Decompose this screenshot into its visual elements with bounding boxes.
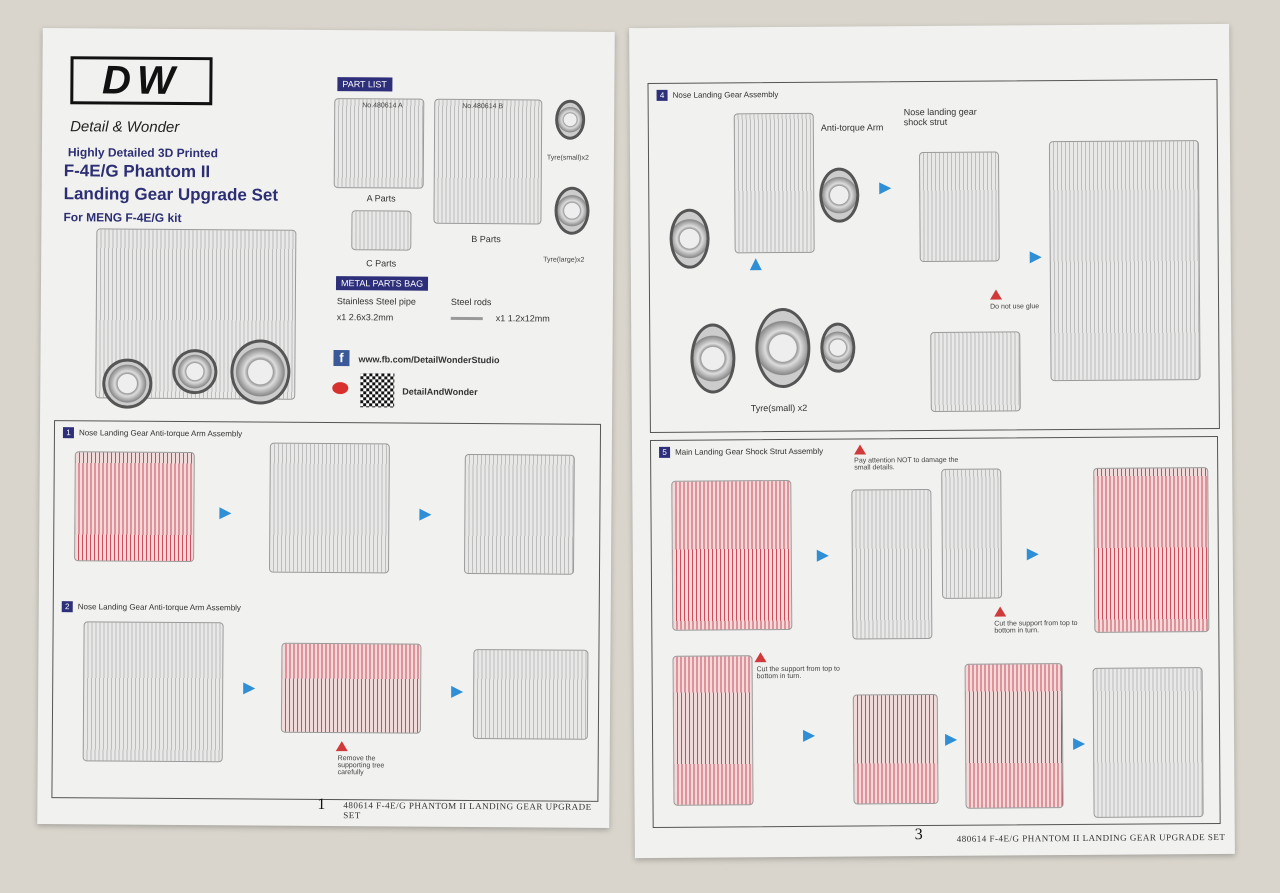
rods-qty: x1 1.2x12mm (495, 313, 550, 324)
warning-icon (754, 652, 767, 663)
facebook-link[interactable]: www.fb.com/DetailWonderStudio (358, 354, 500, 366)
metal-parts-header: METAL PARTS BAG (335, 276, 429, 291)
b-parts-image (433, 98, 543, 225)
arrow-icon (1026, 548, 1039, 561)
wheel-fit-image (930, 331, 1021, 413)
cut-note-1: Cut the support from top to bottom in tu… (994, 619, 1078, 635)
step-5-print-frame (671, 479, 793, 631)
part-list-header: PART LIST (337, 77, 392, 92)
warning-icon (989, 289, 1003, 300)
cut-stage-3 (964, 663, 1064, 809)
arrow-icon (451, 685, 464, 698)
step-2-supports (280, 642, 422, 734)
tyre-small-label: Tyre(small) x2 (750, 402, 808, 414)
wheel-illustration (230, 339, 291, 405)
step-1-result (463, 453, 575, 575)
shock-strut-image (918, 151, 1000, 263)
dw-logo: DW (70, 56, 213, 106)
wheel-illustration (669, 208, 710, 269)
footer: 480614 F-4E/G PHANTOM II LANDING GEAR UP… (343, 800, 592, 821)
step-5-supports (1093, 467, 1210, 633)
step-5-strut (851, 489, 933, 640)
up-arrow-icon (749, 258, 762, 271)
page-number: 3 (914, 826, 923, 844)
instruction-sheet-page-1: DW Detail & Wonder Highly Detailed 3D Pr… (37, 28, 615, 828)
a-parts-number: No.480614 A (362, 102, 403, 110)
tyre-half-image (690, 323, 736, 394)
arrow-icon (1029, 251, 1042, 264)
b-parts-label: B Parts (471, 234, 501, 245)
arrow-icon (243, 682, 256, 695)
arrow-icon (803, 729, 816, 742)
a-parts-image (333, 98, 425, 189)
step-5-strut-alt (941, 468, 1003, 599)
tyre-small-label: Tyre(small)x2 (546, 154, 589, 162)
c-parts-image (351, 210, 412, 251)
cut-stage-2 (852, 693, 939, 805)
rods-label: Steel rods (450, 296, 492, 308)
tyre-small-image (555, 99, 586, 140)
cut-note-2: Cut the support from top to bottom in tu… (756, 665, 840, 681)
c-parts-label: C Parts (366, 258, 397, 269)
tyre-large-image (554, 186, 590, 235)
cut-stage-1 (672, 655, 754, 806)
step-2-warning: Remove the supporting tree carefully (337, 755, 385, 777)
weibo-handle: DetailAndWonder (402, 386, 478, 398)
warning-icon (854, 444, 867, 455)
attention-note: Pay attention NOT to damage the small de… (854, 456, 959, 472)
qr-code (360, 373, 395, 408)
arrow-icon (879, 182, 892, 195)
footer: 480614 F-4E/G PHANTOM II LANDING GEAR UP… (956, 831, 1226, 844)
step-2-result (472, 649, 589, 740)
nose-gear-strut-image (733, 112, 815, 254)
kit-compat: For MENG F-4E/G kit (63, 210, 182, 225)
arrow-icon (219, 507, 232, 520)
shock-strut-label: Nose landing gear shock strut (903, 106, 977, 128)
pipe-label: Stainless Steel pipe (336, 296, 416, 307)
no-glue-warning: Do not use glue (990, 303, 1040, 311)
arrow-icon (945, 733, 958, 746)
arrow-icon (816, 549, 829, 562)
tyre-large-label: Tyre(large)x2 (543, 256, 585, 264)
title-line-2: Landing Gear Upgrade Set (63, 184, 279, 205)
hub-image (820, 322, 856, 373)
rod-icon (450, 316, 483, 321)
arrow-icon (1073, 737, 1086, 751)
arrow-icon (419, 508, 432, 521)
page-number: 1 (317, 795, 326, 814)
anti-torque-arm-label: Anti-torque Arm (820, 122, 884, 133)
nose-gear-assembled (1048, 140, 1201, 382)
b-parts-number: No.480614 B (462, 102, 504, 111)
step-1-print-frame (74, 451, 195, 563)
step-2-part (82, 621, 224, 763)
wheel-illustration (172, 348, 218, 395)
wheel-illustration (102, 358, 153, 409)
step-1-part (268, 442, 390, 574)
warning-icon (994, 606, 1007, 617)
cut-stage-final (1092, 667, 1204, 818)
wheel-illustration (819, 167, 860, 223)
a-parts-label: A Parts (366, 193, 396, 204)
tyre-half-image (755, 307, 811, 389)
warning-icon (335, 741, 348, 752)
brand-name: Detail & Wonder (70, 118, 180, 136)
weibo-icon (332, 382, 349, 395)
pipe-qty: x1 2.6x3.2mm (336, 312, 394, 323)
subtitle: Highly Detailed 3D Printed (67, 145, 218, 161)
title-line-1: F-4E/G Phantom II (63, 161, 211, 182)
facebook-icon: f (333, 350, 350, 367)
